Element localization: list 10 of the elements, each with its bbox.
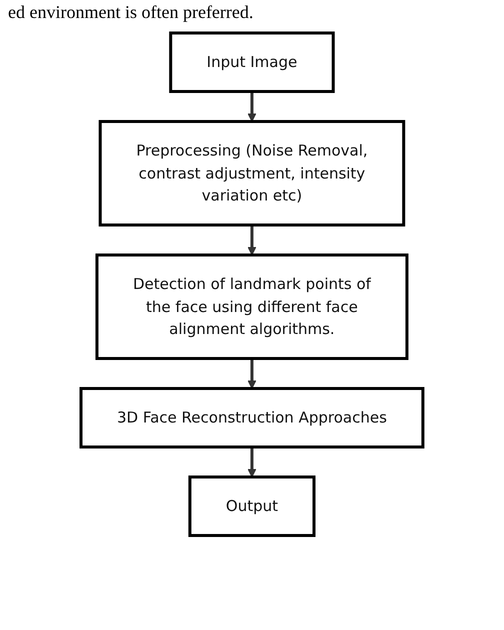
node-box: Input Image (169, 32, 335, 93)
arrow (248, 225, 256, 256)
note-text: ed environment is often preferred. (8, 2, 254, 23)
arrow (248, 92, 256, 122)
node-box: Preprocessing (Noise Removal, contrast adjustment, intensity variation etc) (98, 120, 406, 226)
node-box: 3D Face Reconstruction Approaches (80, 387, 424, 448)
arrow (248, 447, 256, 478)
node-box: Output (188, 476, 316, 537)
arrow (248, 358, 256, 389)
node-box: Detection of landmark points of the face using different face alignment algorithms. (96, 254, 408, 360)
